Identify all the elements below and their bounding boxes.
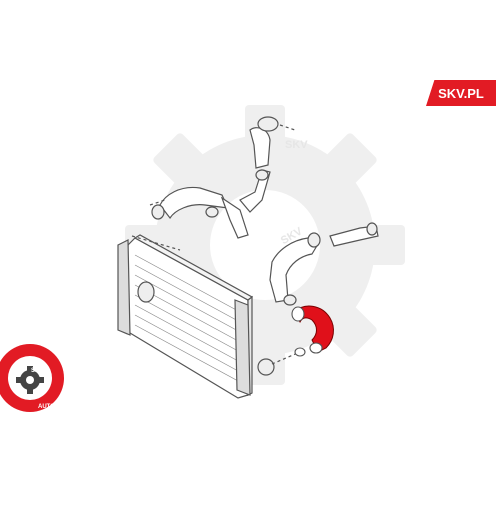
brand-logo-tag: SKV.PL [426,80,496,106]
watermark-text-top: SKV [285,139,308,151]
upper-hose [149,116,296,239]
middle-hose [269,222,379,306]
intercooler [117,234,301,399]
badge-top-text: SKV [31,368,43,374]
skv-auto-parts-badge: SKV AUTO PARTS [0,344,76,412]
badge-ring-text: AUTO PARTS [38,404,76,410]
hose-clamps [291,306,323,357]
